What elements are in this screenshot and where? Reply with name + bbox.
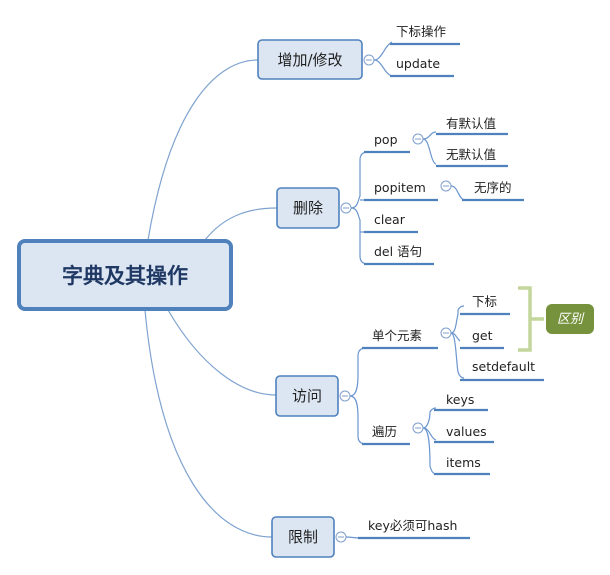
topic-access-box bbox=[275, 375, 339, 417]
boundary-tag-box bbox=[546, 304, 594, 334]
leaf-traverse: 遍历 bbox=[372, 424, 397, 439]
root-node[interactable]: 字典及其操作 bbox=[17, 239, 233, 311]
topic-delete-box bbox=[276, 187, 340, 229]
root-node-box bbox=[17, 239, 233, 311]
stem-single bbox=[450, 305, 465, 379]
leaf-key-hashable: key必须可hash bbox=[368, 518, 457, 533]
stem-pop bbox=[422, 131, 437, 165]
topic-modify-label: 增加/修改 bbox=[277, 51, 342, 69]
collapse-toggle-traverse[interactable] bbox=[412, 422, 424, 434]
stem-popitem bbox=[450, 185, 465, 201]
leaf-has-default: 有默认值 bbox=[446, 116, 496, 131]
connector-root-access bbox=[167, 309, 277, 396]
boundary-tag-label: 区别 bbox=[557, 312, 585, 327]
stem-modify bbox=[373, 41, 393, 77]
topic-limit-box bbox=[271, 516, 335, 558]
topic-modify-box bbox=[257, 39, 363, 80]
root-label: 字典及其操作 bbox=[62, 264, 188, 288]
stem-limit bbox=[345, 536, 361, 539]
leaf-update: update bbox=[396, 56, 440, 71]
leaf-unordered: 无序的 bbox=[474, 180, 512, 195]
boundary-bracket bbox=[518, 286, 544, 352]
leaf-keys: keys bbox=[446, 392, 474, 407]
boundary-tag[interactable]: 区别 bbox=[546, 304, 594, 334]
connector-root-delete bbox=[204, 207, 278, 241]
collapse-toggle-access[interactable] bbox=[339, 390, 351, 402]
leaf-del-statement: del 语句 bbox=[374, 244, 422, 259]
collapse-toggle-limit[interactable] bbox=[335, 531, 347, 543]
connector-root-limit bbox=[144, 309, 273, 538]
topic-access[interactable]: 访问 bbox=[275, 375, 339, 417]
collapse-toggle-modify[interactable] bbox=[363, 54, 375, 66]
leaf-no-default: 无默认值 bbox=[446, 147, 496, 162]
topic-delete-label: 删除 bbox=[293, 199, 323, 217]
stem-traverse bbox=[422, 407, 437, 475]
leaf-setdefault: setdefault bbox=[472, 359, 535, 374]
collapse-toggle-pop[interactable] bbox=[412, 133, 424, 145]
leaf-pop: pop bbox=[374, 132, 398, 147]
collapse-toggle-delete[interactable] bbox=[340, 202, 352, 214]
leaf-get: get bbox=[472, 328, 493, 343]
topic-limit-label: 限制 bbox=[288, 528, 318, 546]
leaf-items: items bbox=[446, 455, 481, 470]
topic-modify[interactable]: 增加/修改 bbox=[257, 39, 363, 80]
stem-delete bbox=[350, 151, 369, 265]
collapse-toggle-popitem[interactable] bbox=[440, 180, 452, 192]
topic-limit[interactable]: 限制 bbox=[271, 516, 335, 558]
collapse-toggle-single[interactable] bbox=[440, 327, 452, 339]
leaf-single-element: 单个元素 bbox=[372, 328, 422, 343]
topic-access-label: 访问 bbox=[292, 387, 322, 405]
leaf-subscript: 下标 bbox=[472, 294, 497, 309]
connector-root-modify bbox=[147, 59, 259, 241]
topic-delete[interactable]: 删除 bbox=[276, 187, 340, 229]
stem-access bbox=[349, 347, 367, 445]
leaf-values: values bbox=[446, 424, 487, 439]
leaf-clear: clear bbox=[374, 212, 406, 227]
leaf-subscript-op: 下标操作 bbox=[396, 24, 447, 39]
leaf-popitem: popitem bbox=[374, 180, 426, 195]
